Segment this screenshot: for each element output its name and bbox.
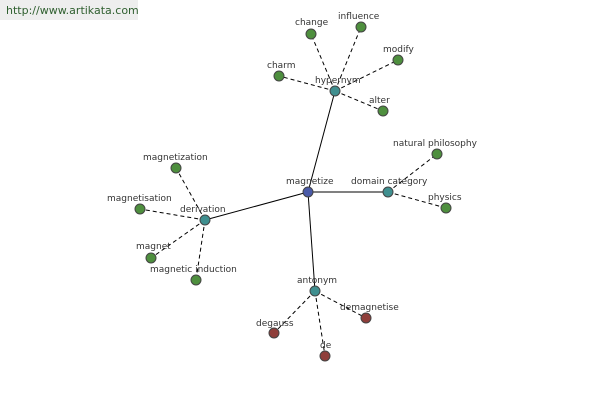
node-label-demagnetise[interactable]: demagnetise [340,303,399,313]
edge-hypernym-alter [334,90,384,112]
node-label-charm[interactable]: charm [267,61,295,71]
node-dot-magnetic-induction[interactable] [190,274,202,286]
edge-derivation-magnet [150,219,206,259]
node-label-magnetisation[interactable]: magnetisation [107,194,172,204]
node-dot-de[interactable] [319,350,331,362]
edge-magnetize-hypernym [307,90,336,193]
node-label-influence[interactable]: influence [338,12,380,22]
node-label-physics[interactable]: physics [428,193,462,203]
node-label-derivation[interactable]: derivation [180,205,226,215]
node-physics[interactable]: physics [428,193,462,214]
node-dot-derivation[interactable] [199,214,211,226]
node-dot-degauss[interactable] [268,327,280,339]
node-label-natural-philosophy[interactable]: natural philosophy [393,139,478,149]
node-dot-magnetization[interactable] [170,162,182,174]
node-dot-physics[interactable] [440,202,452,214]
site-url-link[interactable]: http://www.artikata.com [6,4,139,17]
node-dot-natural-philosophy[interactable] [431,148,443,160]
node-charm[interactable]: charm [267,61,295,82]
nodes-layer: magnetize hypernym derivation domain catego… [107,12,478,362]
node-alter[interactable]: alter [369,96,390,117]
edge-antonym-degauss [273,290,316,334]
edge-antonym-de [314,290,326,357]
node-label-magnet[interactable]: magnet [136,242,171,252]
node-magnetization[interactable]: magnetization [143,153,208,174]
node-antonym[interactable]: antonym [297,276,337,297]
node-dot-demagnetise[interactable] [360,312,372,324]
node-label-domain-category[interactable]: domain category [351,177,428,187]
node-label-alter[interactable]: alter [369,96,390,106]
node-magnetisation[interactable]: magnetisation [107,194,172,215]
node-label-degauss[interactable]: degauss [256,319,294,329]
node-dot-domain-category[interactable] [382,186,394,198]
edge-magnetize-derivation [204,191,309,221]
node-de[interactable]: de [319,341,332,362]
node-derivation[interactable]: derivation [180,205,226,226]
node-magnet[interactable]: magnet [136,242,171,264]
edge-derivation-magnetic-induction [195,219,206,281]
node-dot-magnetisation[interactable] [134,203,146,215]
node-degauss[interactable]: degauss [256,319,294,339]
node-hypernym[interactable]: hypernym [315,76,361,97]
node-dot-magnet[interactable] [145,252,157,264]
node-magnetize[interactable]: magnetize [286,177,334,198]
edge-antonym-demagnetise [314,290,367,319]
node-label-antonym[interactable]: antonym [297,276,337,286]
edge-domain-category-natural-philosophy [387,153,438,193]
node-label-change[interactable]: change [295,18,329,28]
node-dot-change[interactable] [305,28,317,40]
edge-derivation-magnetization [175,167,206,221]
node-label-modify[interactable]: modify [383,45,414,55]
node-change[interactable]: change [295,18,329,40]
node-label-hypernym[interactable]: hypernym [315,76,361,86]
edge-hypernym-modify [334,59,399,92]
node-domain-category[interactable]: domain category [351,177,428,198]
node-influence[interactable]: influence [338,12,380,33]
edge-domain-category-physics [387,191,447,209]
node-label-magnetic-induction[interactable]: magnetic induction [150,265,237,275]
node-label-magnetization[interactable]: magnetization [143,153,208,163]
node-dot-alter[interactable] [377,105,389,117]
edge-hypernym-charm [278,75,336,92]
edge-magnetize-antonym [307,191,316,292]
site-banner: http://www.artikata.com [0,0,139,20]
node-dot-charm[interactable] [273,70,285,82]
node-dot-modify[interactable] [392,54,404,66]
edges-layer [139,26,447,357]
edge-hypernym-change [310,33,336,92]
node-magnetic-induction[interactable]: magnetic induction [150,265,237,286]
node-natural-philosophy[interactable]: natural philosophy [393,139,478,160]
node-label-magnetize[interactable]: magnetize [286,177,334,187]
node-demagnetise[interactable]: demagnetise [340,303,399,324]
node-dot-hypernym[interactable] [329,85,341,97]
node-dot-influence[interactable] [355,21,367,33]
node-modify[interactable]: modify [383,45,414,66]
edge-hypernym-influence [334,26,362,92]
node-dot-antonym[interactable] [309,285,321,297]
edge-derivation-magnetisation [139,208,206,221]
node-label-de[interactable]: de [320,341,332,351]
node-dot-magnetize[interactable] [302,186,314,198]
